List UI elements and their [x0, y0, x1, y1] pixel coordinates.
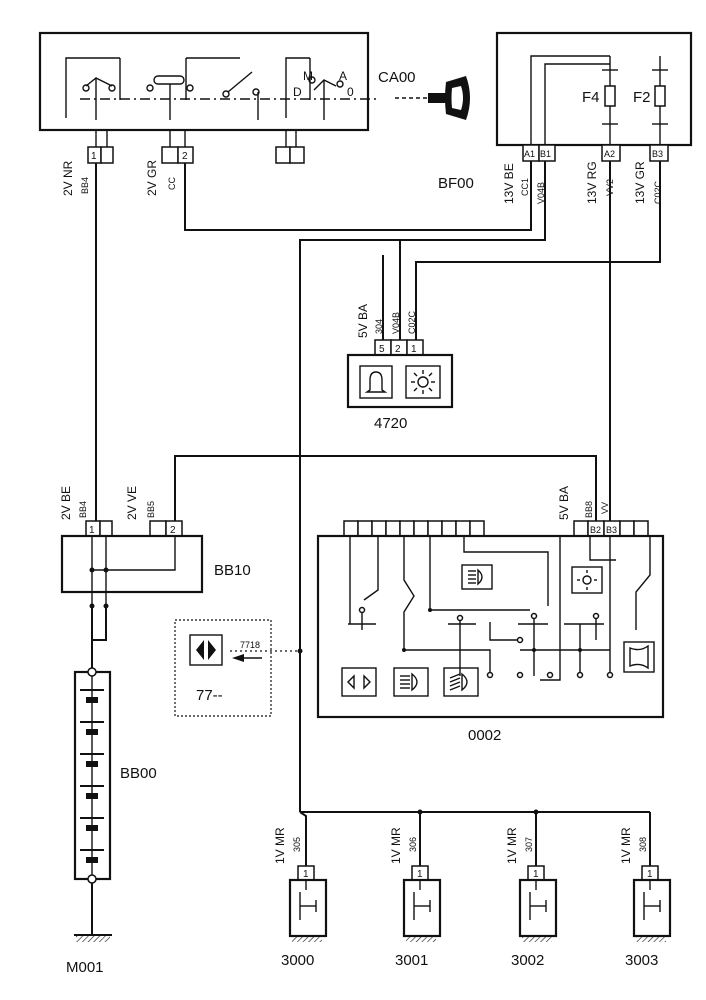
- fuse-f4: [604, 85, 616, 107]
- label-bf00: BF00: [438, 175, 474, 192]
- wire-308: 308: [638, 837, 648, 852]
- label-m001: M001: [66, 959, 104, 976]
- svg-text:1: 1: [303, 869, 309, 880]
- direction-indicator-icon: [341, 667, 377, 697]
- switch-pos-d: D: [293, 85, 302, 99]
- svg-text:1: 1: [417, 869, 423, 880]
- label-bb00: BB00: [120, 765, 157, 782]
- wire-305: 305: [292, 837, 302, 852]
- svg-text:A1: A1: [524, 149, 535, 159]
- svg-text:2: 2: [182, 151, 188, 162]
- wire-cc-cc1: [184, 161, 532, 231]
- label-3001: 3001: [395, 952, 428, 969]
- svg-text:B2: B2: [590, 525, 601, 535]
- conn-3002: 1V MR: [505, 827, 519, 864]
- wire-7718: 7718: [240, 640, 260, 650]
- conn-3003: 1V MR: [619, 827, 633, 864]
- label-3002: 3002: [511, 952, 544, 969]
- wire-cc1: CC1: [520, 178, 530, 196]
- horn-icon: [623, 641, 655, 673]
- conn-ca00-left: 2V NR: [61, 160, 75, 196]
- label-3003: 3003: [625, 952, 658, 969]
- 3003-door-switch: [632, 878, 672, 938]
- wire-vv: VV: [600, 502, 610, 514]
- svg-text:1: 1: [533, 869, 539, 880]
- conn-3001: 1V MR: [389, 827, 403, 864]
- 0002-connector-top: [343, 520, 649, 537]
- side-light-icon: [443, 667, 479, 697]
- conn-bb10-right: 2V VE: [125, 486, 139, 520]
- wire-304-label: 304: [374, 319, 384, 334]
- fuse-f2: [654, 85, 666, 107]
- main-beam-icon: [461, 564, 493, 590]
- label-0002: 0002: [468, 727, 501, 744]
- wire-cc: CC: [167, 177, 177, 190]
- 3002-door-switch: [518, 878, 558, 938]
- svg-text:1: 1: [411, 344, 417, 355]
- switch-pos-a: A: [339, 69, 347, 83]
- ground-symbol: [76, 935, 110, 942]
- hazard-icon: [189, 634, 223, 666]
- 0002-internal-circuit: [348, 536, 651, 681]
- wire-bb5: BB5: [146, 501, 156, 518]
- wire-bb4-top: BB4: [80, 177, 90, 194]
- svg-text:5: 5: [379, 344, 385, 355]
- 77-module: [174, 619, 272, 717]
- svg-text:B3: B3: [606, 525, 617, 535]
- label-f4: F4: [582, 89, 600, 106]
- wire-v04b-label: V04B: [391, 312, 401, 334]
- wire-bb8: BB8: [584, 501, 594, 518]
- wire-c02c: [415, 161, 661, 340]
- svg-text:1: 1: [91, 151, 97, 162]
- wire-bb5-bb8: [174, 455, 597, 521]
- wire-306: 306: [408, 837, 418, 852]
- wire-v04b-4720: [399, 239, 545, 340]
- bb10-unit: [60, 534, 204, 594]
- interior-light-icon: [571, 566, 603, 594]
- svg-text:B1: B1: [540, 149, 551, 159]
- label-f2: F2: [633, 89, 651, 106]
- bf00-pin-b1: [538, 144, 556, 162]
- label-4720: 4720: [374, 415, 407, 432]
- bell-icon: [359, 365, 393, 399]
- label-3000: 3000: [281, 952, 314, 969]
- conn-bf00-a: 13V BE: [502, 163, 516, 204]
- 3001-door-switch: [402, 878, 442, 938]
- switch-pos-0: 0: [347, 85, 354, 99]
- battery-cells: [80, 676, 104, 875]
- svg-text:1: 1: [647, 869, 653, 880]
- wire-v04b-top: V04B: [536, 182, 546, 204]
- conn-bf00-c: 13V GR: [633, 161, 647, 204]
- svg-text:2: 2: [395, 344, 401, 355]
- svg-text:B3: B3: [652, 149, 663, 159]
- ca00-housing: [38, 31, 370, 132]
- dipped-beam-icon: [393, 667, 429, 697]
- 4720-unit: [346, 353, 454, 409]
- conn-0002: 5V BA: [557, 486, 571, 520]
- conn-ca00-mid: 2V GR: [145, 160, 159, 196]
- conn-3000: 1V MR: [273, 827, 287, 864]
- svg-text:A2: A2: [604, 149, 615, 159]
- wire-c02c-top: C02C: [653, 180, 663, 204]
- svg-text:1: 1: [89, 525, 95, 536]
- ca00-ignition-switch: M A D 0: [38, 31, 380, 132]
- label-ca00: CA00: [378, 69, 416, 86]
- light-icon: [405, 365, 441, 399]
- switch-pos-m: M: [303, 69, 313, 83]
- conn-bb10-left: 2V BE: [59, 486, 73, 520]
- label-77: 77--: [196, 687, 223, 704]
- wire-307: 307: [524, 837, 534, 852]
- wire-c02c-label: C02C: [407, 310, 417, 334]
- wire-bb4-bottom: BB4: [78, 501, 88, 518]
- 3000-door-switch: [288, 878, 328, 938]
- 0002-junctions: [358, 606, 614, 679]
- conn-4720: 5V BA: [356, 304, 370, 338]
- svg-text:2: 2: [170, 525, 176, 536]
- key-icon: [395, 76, 470, 120]
- conn-bf00-b: 13V RG: [585, 161, 599, 204]
- label-bb10: BB10: [214, 562, 251, 579]
